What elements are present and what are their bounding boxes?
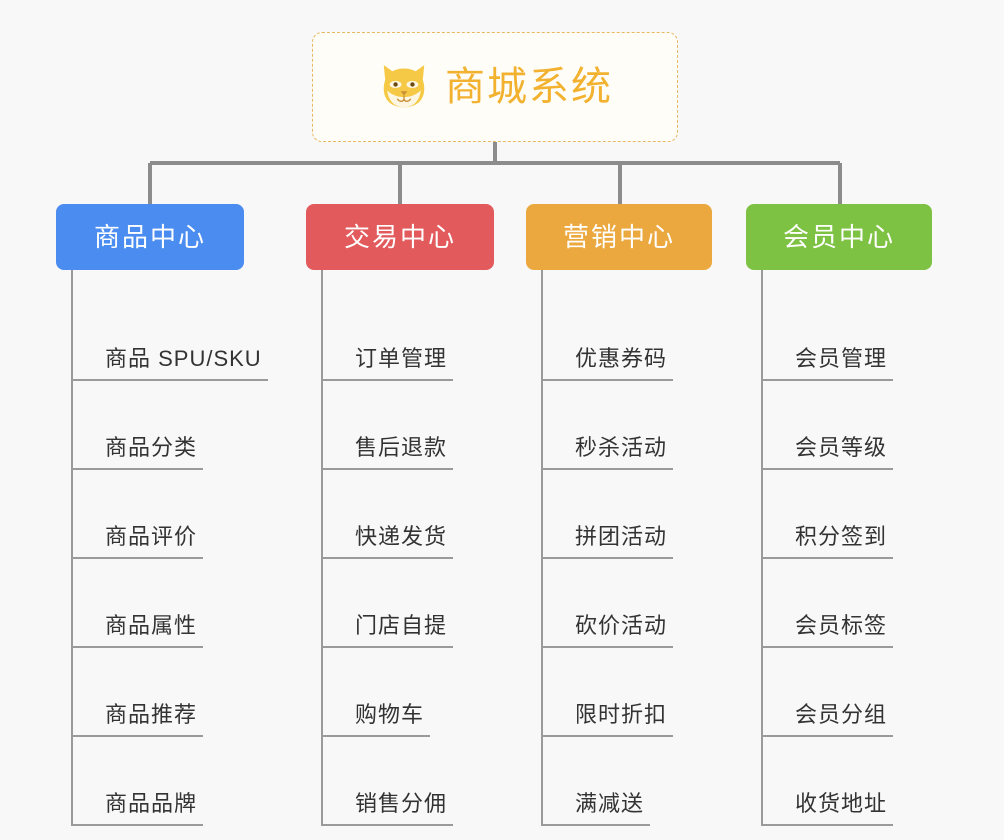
branch-column-2: 营销中心 优惠券码 秒杀活动 拼团活动 砍价活动 限时折扣 满减送: [526, 204, 726, 826]
leaf-label: 门店自提: [323, 615, 454, 648]
shiba-dog-icon: [383, 65, 425, 108]
leaf-label: 满减送: [543, 793, 651, 826]
list-item[interactable]: 购物车: [323, 648, 506, 737]
leaf-label: 收货地址: [763, 793, 894, 826]
leaf-label: 优惠券码: [543, 348, 674, 381]
leaf-label: 会员管理: [763, 348, 894, 381]
list-item[interactable]: 商品品牌: [73, 737, 256, 826]
leaf-label: 商品属性: [73, 615, 204, 648]
leaf-label: 会员标签: [763, 615, 894, 648]
branch-label-0: 商品中心: [93, 222, 206, 252]
list-item[interactable]: 会员等级: [763, 381, 946, 470]
leaf-label: 商品推荐: [73, 704, 204, 737]
branch-header-3[interactable]: 会员中心: [746, 204, 932, 270]
list-item[interactable]: 商品评价: [73, 470, 256, 559]
list-item[interactable]: 积分签到: [763, 470, 946, 559]
branch-column-3: 会员中心 会员管理 会员等级 积分签到 会员标签 会员分组 收货地址: [746, 204, 946, 826]
list-item[interactable]: 商品分类: [73, 381, 256, 470]
list-item[interactable]: 商品推荐: [73, 648, 256, 737]
leaf-list-1: 订单管理 售后退款 快递发货 门店自提 购物车 销售分佣: [321, 270, 506, 826]
leaf-label: 拼团活动: [543, 526, 674, 559]
list-item[interactable]: 会员分组: [763, 648, 946, 737]
branch-label-3: 会员中心: [782, 222, 895, 252]
list-item[interactable]: 商品属性: [73, 559, 256, 648]
list-item[interactable]: 满减送: [543, 737, 726, 826]
list-item[interactable]: 限时折扣: [543, 648, 726, 737]
leaf-label: 商品评价: [73, 526, 204, 559]
leaf-label: 商品分类: [73, 437, 204, 470]
list-item[interactable]: 售后退款: [323, 381, 506, 470]
branch-column-0: 商品中心 商品 SPU/SKU 商品分类 商品评价 商品属性 商品推荐 商品品牌: [56, 204, 268, 826]
root-title: 商城系统: [445, 65, 613, 109]
list-item[interactable]: 快递发货: [323, 470, 506, 559]
list-item[interactable]: 收货地址: [763, 737, 946, 826]
list-item[interactable]: 商品 SPU/SKU: [73, 292, 268, 381]
list-item[interactable]: 秒杀活动: [543, 381, 726, 470]
list-item[interactable]: 销售分佣: [323, 737, 506, 826]
list-item[interactable]: 砍价活动: [543, 559, 726, 648]
list-item[interactable]: 会员管理: [763, 292, 946, 381]
leaf-label: 砍价活动: [543, 615, 674, 648]
leaf-label: 限时折扣: [543, 704, 674, 737]
leaf-label: 快递发货: [323, 526, 454, 559]
leaf-label: 秒杀活动: [543, 437, 674, 470]
list-item[interactable]: 门店自提: [323, 559, 506, 648]
branch-label-2: 营销中心: [562, 222, 675, 252]
branch-header-1[interactable]: 交易中心: [306, 204, 494, 270]
list-item[interactable]: 订单管理: [323, 292, 506, 381]
branch-header-0[interactable]: 商品中心: [56, 204, 244, 270]
branch-column-1: 交易中心 订单管理 售后退款 快递发货 门店自提 购物车 销售分佣: [306, 204, 506, 826]
branch-header-2[interactable]: 营销中心: [526, 204, 712, 270]
leaf-list-2: 优惠券码 秒杀活动 拼团活动 砍价活动 限时折扣 满减送: [541, 270, 726, 826]
leaf-label: 商品品牌: [73, 793, 204, 826]
root-node[interactable]: 商城系统: [312, 32, 678, 142]
leaf-label: 订单管理: [323, 348, 454, 381]
leaf-label: 会员等级: [763, 437, 894, 470]
leaf-label: 积分签到: [763, 526, 894, 559]
branch-label-1: 交易中心: [343, 222, 456, 252]
leaf-label: 商品 SPU/SKU: [73, 348, 268, 381]
list-item[interactable]: 会员标签: [763, 559, 946, 648]
list-item[interactable]: 优惠券码: [543, 292, 726, 381]
leaf-list-3: 会员管理 会员等级 积分签到 会员标签 会员分组 收货地址: [761, 270, 946, 826]
leaf-label: 会员分组: [763, 704, 894, 737]
leaf-list-0: 商品 SPU/SKU 商品分类 商品评价 商品属性 商品推荐 商品品牌: [71, 270, 268, 826]
list-item[interactable]: 拼团活动: [543, 470, 726, 559]
leaf-label: 售后退款: [323, 437, 454, 470]
leaf-label: 购物车: [323, 704, 431, 737]
leaf-label: 销售分佣: [323, 793, 454, 826]
